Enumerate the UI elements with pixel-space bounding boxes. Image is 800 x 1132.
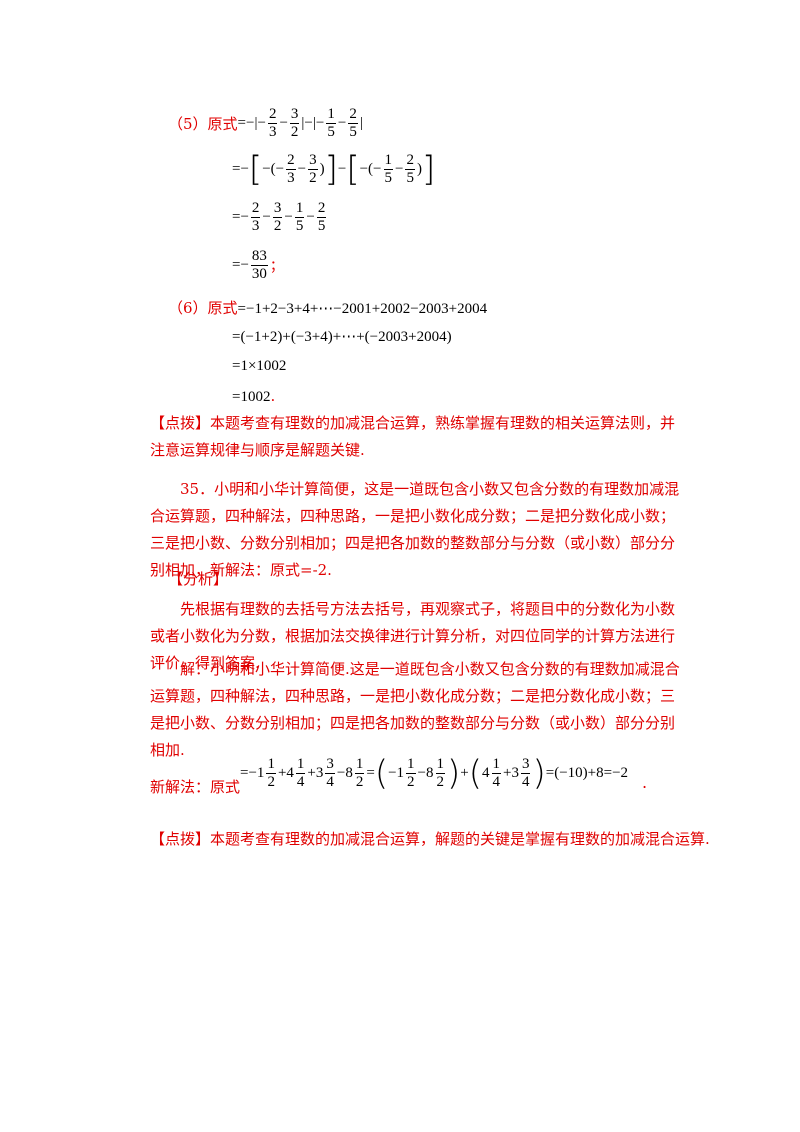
math-text: +4 [277, 765, 294, 781]
math-text: =1002 [232, 389, 271, 405]
math-text: − [337, 161, 347, 177]
math-text: − [337, 115, 347, 131]
math-text: − [284, 209, 293, 225]
question-35-paragraph: 35．小明和小华计算简便，这是一道既包含小数又包含分数的有理数加减混合运算题，四… [150, 480, 680, 579]
tip-paragraph-1: 【点拨】本题考查有理数的加减混合运算，熟练掌握有理数的相关运算法则，并注意运算规… [150, 410, 680, 464]
tip-text: 本题考查有理数的加减混合运算，解题的关键是掌握有理数的加减混合运算. [210, 830, 710, 848]
math-text: =− [232, 161, 249, 177]
math-text: − [306, 209, 315, 225]
math-text: −(− [262, 161, 285, 177]
bracket: ] [421, 149, 436, 190]
math-text: ) [416, 161, 422, 177]
math-text: − [297, 161, 307, 177]
tip-label: 【点拨】 [150, 830, 211, 848]
tip-paragraph-2: 【点拨】本题考查有理数的加减混合运算，解题的关键是掌握有理数的加减混合运算. [150, 826, 710, 853]
math-text: −8 [417, 765, 434, 781]
solution-paragraph: 解：小明和小华计算简便.这是一道既包含小数又包含分数的有理数加减混合运算题，四种… [150, 660, 680, 759]
math-text: −1 [388, 765, 405, 781]
tip-text: 本题考查有理数的加减混合运算，熟练掌握有理数的相关运算法则，并注意运算规律与顺序… [150, 414, 676, 459]
bracket: ) [532, 753, 546, 794]
math-text: +3 [307, 765, 324, 781]
math-text: − [279, 115, 288, 131]
math-text: + [460, 765, 469, 781]
analysis-label: 【分析】 [168, 570, 229, 588]
math-text: =−1 [240, 765, 265, 781]
analysis-paragraph: 先根据有理数的去括号方法去括号，再观察式子，将题目中的分数化为小数或者小数化为分… [150, 600, 676, 672]
math-text: = [366, 765, 375, 781]
math-text: =−|− [237, 115, 266, 131]
bracket: [ [346, 149, 360, 190]
bracket: ] [324, 149, 338, 190]
math-text: =−1+2−3+4+⋯−2001+2002−2003+2004 [237, 301, 488, 317]
punctuation: . [642, 773, 648, 792]
problem-6-line-2: =(−1+2)+(−3+4)+⋯+(−2003+2004) [232, 329, 452, 345]
bracket: ( [374, 753, 389, 794]
punctuation: ； [269, 258, 284, 275]
math-text: ) [319, 161, 325, 177]
tip-label: 【点拨】 [150, 414, 211, 432]
punctuation: . [270, 387, 276, 405]
math-text: 4 [482, 765, 490, 781]
bracket: [ [248, 149, 263, 190]
math-text: +3 [503, 765, 519, 781]
math-text: =(−10)+8=−2 [545, 765, 629, 781]
math-text: − [262, 209, 271, 225]
problem-6-label: （6）原式 [168, 299, 238, 317]
bracket: ) [447, 753, 461, 794]
math-text: =− [232, 257, 249, 273]
bracket: ( [468, 753, 483, 794]
math-text: −8 [336, 765, 353, 781]
math-text: |−|− [301, 115, 325, 131]
new-method-label: 新解法：原式 [150, 778, 241, 796]
math-text: | [359, 115, 363, 131]
math-text: =− [232, 209, 249, 225]
problem-6-line-4: =1002. [232, 386, 275, 407]
problem-6-line-1: （6）原式=−1+2−3+4+⋯−2001+2002−2003+2004 [168, 298, 487, 319]
math-text: − [395, 161, 404, 177]
math-text: −(− [359, 161, 382, 177]
problem-6-line-3: =1×1002 [232, 358, 287, 374]
problem-5-label: （5）原式 [168, 115, 238, 133]
